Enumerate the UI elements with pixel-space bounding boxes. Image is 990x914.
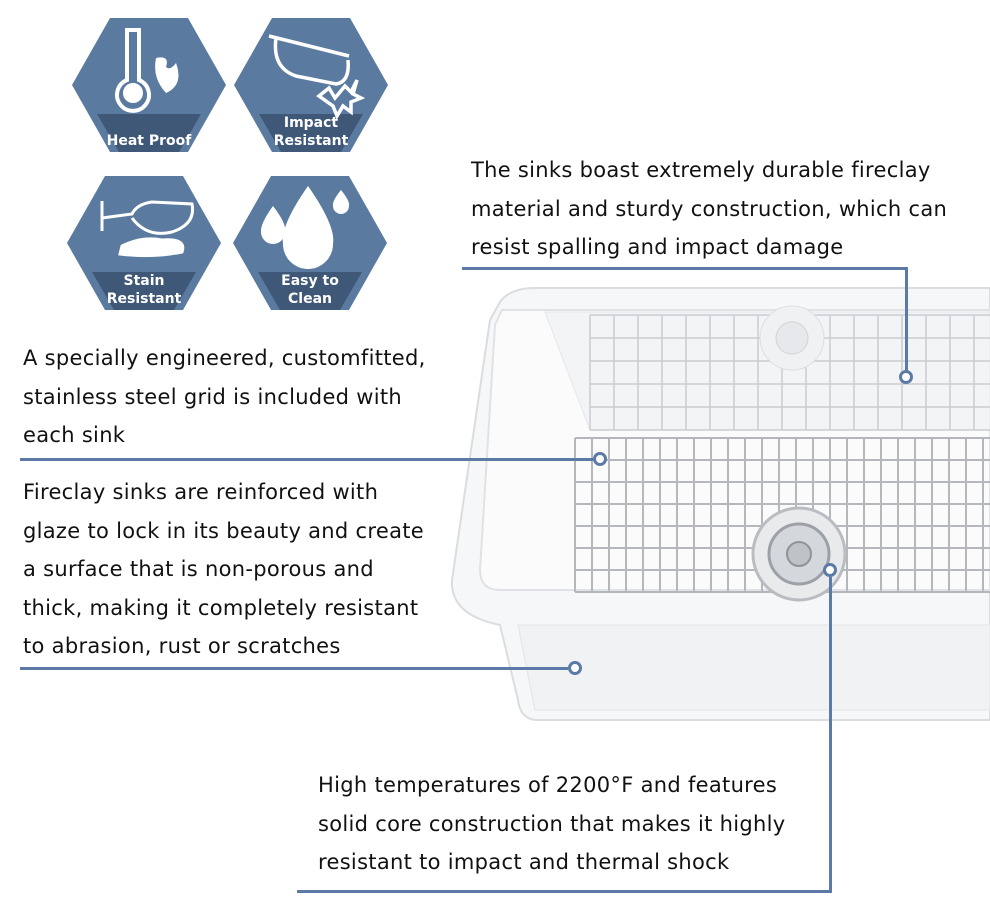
leader-line-glaze — [20, 667, 568, 670]
callout-durable: The sinks boast extremely durable firecl… — [471, 151, 947, 267]
callout-glaze: Fireclay sinks are reinforced with glaze… — [23, 473, 424, 666]
callout-marker — [568, 661, 582, 675]
callout-line: thick, making it completely resistant — [23, 595, 419, 620]
callout-line: resistant to impact and thermal shock — [318, 850, 730, 874]
callout-line: glaze to lock in its beauty and create — [23, 518, 424, 543]
callout-marker — [823, 563, 837, 577]
leader-line-durable-vertical — [905, 267, 908, 371]
callout-line: resist spalling and impact damage — [471, 235, 844, 259]
badge-label-line: Stain — [123, 273, 165, 289]
callout-line: each sink — [23, 423, 126, 447]
badge-label: Easy to Clean — [233, 272, 387, 308]
badge-label-line: Clean — [288, 291, 332, 307]
badge-label-line: Resistant — [106, 291, 182, 307]
badge-label-line: Impact — [283, 115, 339, 131]
leader-line-temperature-vertical — [829, 577, 832, 893]
callout-marker — [899, 370, 913, 384]
callout-line: High temperatures of 2200°F and features — [318, 773, 778, 797]
leader-line-durable — [462, 267, 908, 270]
badge-easy-to-clean: Easy to Clean — [233, 176, 387, 310]
badge-heat-proof: Heat Proof — [72, 18, 226, 152]
callout-line: a surface that is non-porous and — [23, 557, 374, 581]
spilled-glass-icon — [100, 200, 195, 258]
callout-temperature: High temperatures of 2200°F and features… — [318, 766, 785, 882]
callout-grid: A specially engineered, customfitted, st… — [23, 339, 426, 455]
badge-label: Heat Proof — [106, 133, 192, 149]
sink-illustration — [450, 287, 990, 721]
badge-label-line: Resistant — [273, 133, 349, 149]
callout-line: A specially engineered, customfitted, — [23, 346, 426, 370]
callout-marker — [593, 452, 607, 466]
leader-line-grid — [20, 458, 593, 461]
callout-line: The sinks boast extremely durable firecl… — [471, 158, 931, 182]
water-drops-icon — [260, 186, 350, 269]
callout-line: solid core construction that makes it hi… — [318, 811, 786, 836]
thermometer-flame-icon — [115, 28, 179, 113]
callout-line: Fireclay sinks are reinforced with — [23, 480, 379, 504]
callout-line: material and sturdy construction, which … — [471, 196, 948, 221]
pot-impact-icon — [268, 34, 366, 120]
callout-line: to abrasion, rust or scratches — [23, 634, 341, 658]
badge-label-line: Easy to — [281, 273, 339, 289]
leader-line-temperature — [297, 890, 832, 893]
callout-line: stainless steel grid is included with — [23, 384, 403, 409]
